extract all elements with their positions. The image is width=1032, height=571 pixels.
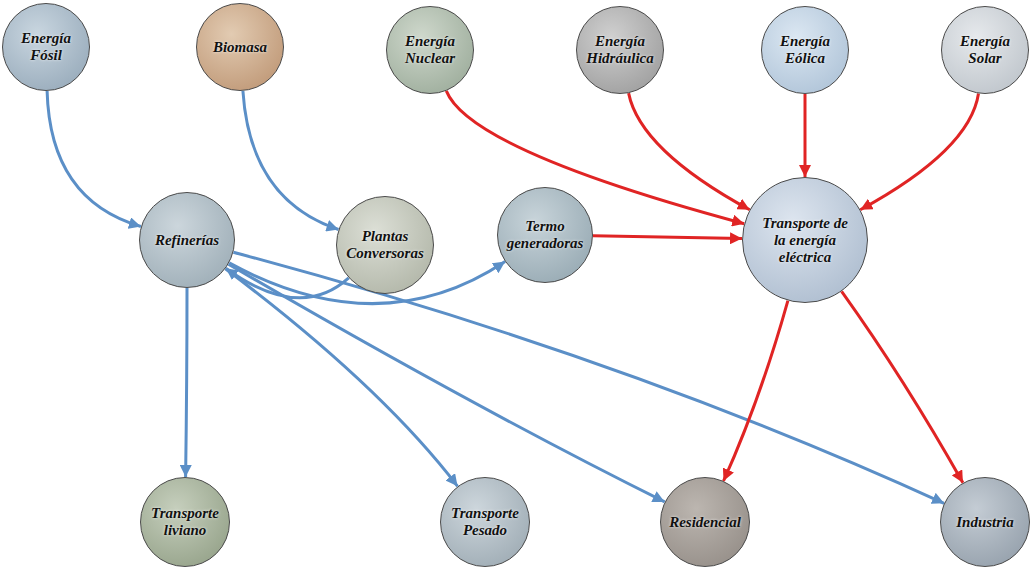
electric-flow-arrow bbox=[860, 94, 978, 210]
node-label: Energía Solar bbox=[950, 33, 1020, 67]
energy-circle: Transporte liviano bbox=[140, 477, 230, 567]
node-label: Termo generadoras bbox=[507, 218, 584, 252]
electric-flow-arrow bbox=[593, 236, 742, 239]
node-label: Energía Eólica bbox=[770, 33, 840, 67]
circle-text-box: Energía Fósil bbox=[11, 30, 81, 64]
circle-text-box: Residencial bbox=[669, 514, 741, 531]
energy-circle: Energía Eólica bbox=[761, 6, 849, 94]
node-label: Plantas Conversoras bbox=[346, 228, 424, 262]
circle-text-box: Energía Eólica bbox=[770, 33, 840, 67]
electric-flow-arrow bbox=[629, 93, 750, 210]
circle-text-box: Industria bbox=[949, 514, 1021, 531]
fuel-flow-arrow bbox=[186, 288, 187, 477]
node-label: Transporte liviano bbox=[149, 505, 221, 539]
fuel-flow-arrow bbox=[47, 91, 141, 227]
fuel-flow-arrow bbox=[225, 269, 457, 487]
energy-circle: Termo generadoras bbox=[497, 187, 593, 283]
fuel-flow-arrow bbox=[229, 264, 665, 502]
electric-flow-arrow bbox=[724, 301, 788, 481]
fuel-flow-arrow bbox=[243, 91, 339, 230]
circle-text-box: Refinerías bbox=[149, 232, 226, 249]
energy-circle: Residencial bbox=[660, 477, 750, 567]
node-label: Residencial bbox=[669, 514, 741, 531]
energy-circle: Energía Solar bbox=[941, 6, 1029, 94]
electric-flow-arrow bbox=[842, 291, 963, 483]
node-label: Transporte Pesado bbox=[449, 505, 521, 539]
energy-circle: Plantas Conversoras bbox=[336, 196, 434, 294]
circle-text-box: Energía Hidráulica bbox=[585, 33, 655, 67]
energy-circle: Transporte de la energía eléctrica bbox=[742, 177, 868, 303]
circle-text-box: Biomasa bbox=[205, 39, 275, 56]
energy-circle: Energía Fósil bbox=[2, 3, 90, 91]
node-label: Industria bbox=[949, 514, 1021, 531]
circle-text-box: Energía Nuclear bbox=[395, 33, 465, 67]
electric-flow-arrow bbox=[446, 91, 744, 224]
energy-circle: Energía Nuclear bbox=[386, 6, 474, 94]
node-label: Refinerías bbox=[149, 232, 226, 249]
node-label: Energía Nuclear bbox=[395, 33, 465, 67]
circle-text-box: Transporte Pesado bbox=[449, 505, 521, 539]
circle-text-box: Transporte de la energía eléctrica bbox=[755, 215, 856, 265]
circle-text-box: Energía Solar bbox=[950, 33, 1020, 67]
electric-flow-arrow bbox=[804, 94, 807, 177]
node-label: Energía Fósil bbox=[11, 30, 81, 64]
energy-circle: Refinerías bbox=[139, 192, 235, 288]
node-label: Transporte de la energía eléctrica bbox=[755, 215, 856, 265]
circle-text-box: Plantas Conversoras bbox=[346, 228, 424, 262]
energy-circle: Transporte Pesado bbox=[440, 477, 530, 567]
energy-circle: Biomasa bbox=[196, 3, 284, 91]
circle-text-box: Termo generadoras bbox=[507, 218, 584, 252]
energy-circle: Industria bbox=[940, 477, 1030, 567]
energy-circle: Energía Hidráulica bbox=[576, 6, 664, 94]
node-label: Energía Hidráulica bbox=[585, 33, 655, 67]
node-label: Biomasa bbox=[205, 39, 275, 56]
circle-text-box: Transporte liviano bbox=[149, 505, 221, 539]
